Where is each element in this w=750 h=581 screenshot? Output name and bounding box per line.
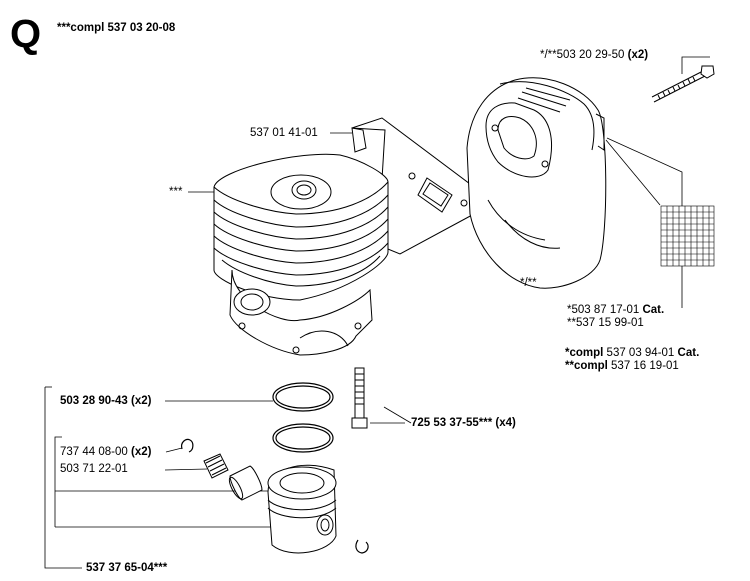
quantity: (x2) (131, 395, 152, 407)
callout-muffler-cat-a: *503 87 17-01 Cat. (567, 304, 664, 317)
quantity: (x2) (131, 446, 152, 458)
quantity: (x2) (627, 49, 649, 61)
callout-long-screw: */**503 20 29-50 (x2) (540, 49, 648, 62)
callout-rings: 503 28 90-43 (x2) (60, 395, 151, 408)
part-number: 537 16 19-01 (611, 360, 679, 372)
note-prefix: *compl (565, 347, 604, 359)
note-compl-a: *compl 537 03 94-01 Cat. (565, 347, 699, 360)
piston-drawing (267, 464, 337, 554)
part-number: *503 87 17-01 (567, 304, 640, 316)
section-letter: Q (10, 12, 42, 56)
part-number: 537 37 65-04*** (86, 562, 168, 574)
part-number: 503 28 90-43 (60, 395, 128, 407)
part-number: 537 03 94-01 (606, 347, 675, 359)
callout-piston: 537 37 65-04*** (86, 562, 167, 575)
part-number: 725 53 37-55*** (411, 417, 493, 429)
callout-needle-bearing: 503 71 22-01 (60, 463, 128, 476)
quantity: (x4) (495, 417, 516, 429)
callout-muffler-cat-b: **537 15 99-01 (567, 317, 644, 330)
piston-rings-drawing (272, 382, 334, 453)
piston-pin-drawing (228, 465, 263, 501)
note-compl-b: **compl 537 16 19-01 (565, 360, 679, 373)
circlips-drawing (181, 438, 369, 554)
part-number: */**503 20 29-50 (540, 49, 625, 61)
part-number: *** (169, 186, 183, 198)
needle-bearing-drawing (203, 453, 229, 479)
catalyst-tag: Cat. (677, 347, 700, 359)
long-screw-drawing (651, 65, 715, 103)
spark-screen-drawing (660, 205, 715, 267)
part-number: 737 44 08-00 (60, 446, 128, 458)
part-number: 503 71 22-01 (60, 463, 128, 475)
note-prefix: **compl (565, 360, 608, 372)
callout-gasket-plate: 537 01 41-01 (250, 127, 318, 140)
part-number: **537 15 99-01 (567, 317, 644, 329)
callout-circlip: 737 44 08-00 (x2) (60, 446, 151, 459)
muffler-drawing (466, 77, 607, 289)
catalyst-tag: Cat. (642, 304, 665, 316)
bolt-drawing (351, 367, 368, 429)
part-number: */** (520, 277, 537, 289)
part-number: 537 01 41-01 (250, 127, 318, 139)
callout-cylinder: *** (169, 186, 182, 199)
cylinder-drawing (213, 153, 389, 356)
callout-muffler-mark: */** (520, 277, 537, 290)
assembly-number: ***compl 537 03 20-08 (57, 22, 176, 34)
callout-bolt: 725 53 37-55*** (x4) (411, 417, 516, 430)
